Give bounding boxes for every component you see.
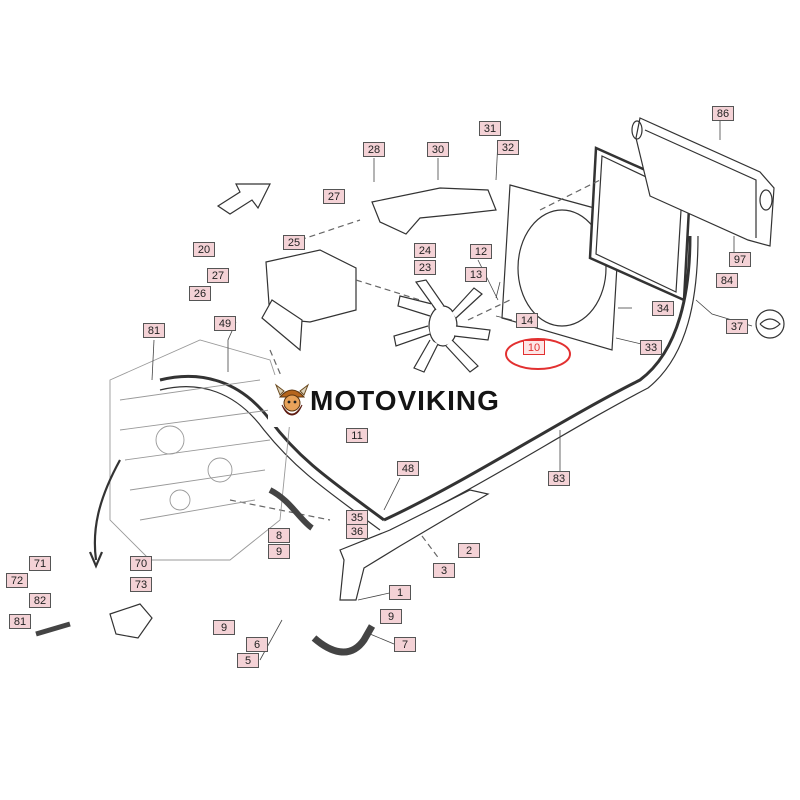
callout-33: 33 — [640, 340, 662, 355]
callout-23: 23 — [414, 260, 436, 275]
callout-31: 31 — [479, 121, 501, 136]
engine-block — [109, 339, 291, 561]
viking-mascot-icon — [274, 383, 310, 416]
callout-81: 81 — [143, 323, 165, 338]
callout-35: 35 — [346, 510, 368, 525]
callout-1: 1 — [389, 585, 411, 600]
callout-9b: 9 — [380, 609, 402, 624]
charge-air-cooler — [635, 117, 775, 247]
callout-72: 72 — [6, 573, 28, 588]
callout-6: 6 — [246, 637, 268, 652]
callout-25: 25 — [283, 235, 305, 250]
callout-30: 30 — [427, 142, 449, 157]
callout-13: 13 — [465, 267, 487, 282]
upper-bracket — [371, 187, 497, 235]
callout-27: 27 — [323, 189, 345, 204]
callout-32: 32 — [497, 140, 519, 155]
callout-12: 12 — [470, 244, 492, 259]
lower-hose — [311, 624, 376, 656]
callout-81b: 81 — [9, 614, 31, 629]
callout-83: 83 — [548, 471, 570, 486]
hose-83-inner — [389, 235, 699, 531]
callout-9c: 9 — [213, 620, 235, 635]
callout-97: 97 — [729, 252, 751, 267]
direction-arrow-icon — [216, 183, 271, 215]
callout-37: 37 — [726, 319, 748, 334]
callout-49: 49 — [214, 316, 236, 331]
callout-10: 10 — [523, 340, 545, 355]
shroud-ring — [517, 209, 607, 327]
callout-36: 36 — [346, 524, 368, 539]
brand-watermark: MOTOVIKING — [268, 375, 536, 427]
callout-28: 28 — [363, 142, 385, 157]
callout-20: 20 — [193, 242, 215, 257]
callout-8: 8 — [268, 528, 290, 543]
thermostat-housing — [109, 603, 153, 639]
highlight-ring — [505, 338, 571, 370]
callout-9: 9 — [268, 544, 290, 559]
hose-83 — [383, 235, 692, 522]
callout-7: 7 — [394, 637, 416, 652]
callout-71: 71 — [29, 556, 51, 571]
callout-86: 86 — [712, 106, 734, 121]
callout-34: 34 — [652, 301, 674, 316]
callout-73: 73 — [130, 577, 152, 592]
callout-26: 26 — [189, 286, 211, 301]
brand-name: MOTOVIKING — [310, 385, 500, 416]
callout-14: 14 — [516, 313, 538, 328]
callout-70: 70 — [130, 556, 152, 571]
callout-48: 48 — [397, 461, 419, 476]
callout-24: 24 — [414, 243, 436, 258]
callout-27b: 27 — [207, 268, 229, 283]
callout-84: 84 — [716, 273, 738, 288]
callout-5: 5 — [237, 653, 259, 668]
callout-3: 3 — [433, 563, 455, 578]
clamp-detail-icon — [755, 309, 785, 339]
cooling-fan — [393, 279, 491, 373]
callout-82: 82 — [29, 593, 51, 608]
coolant-pipe — [339, 489, 490, 601]
callout-2: 2 — [458, 543, 480, 558]
callout-11: 11 — [346, 428, 368, 443]
